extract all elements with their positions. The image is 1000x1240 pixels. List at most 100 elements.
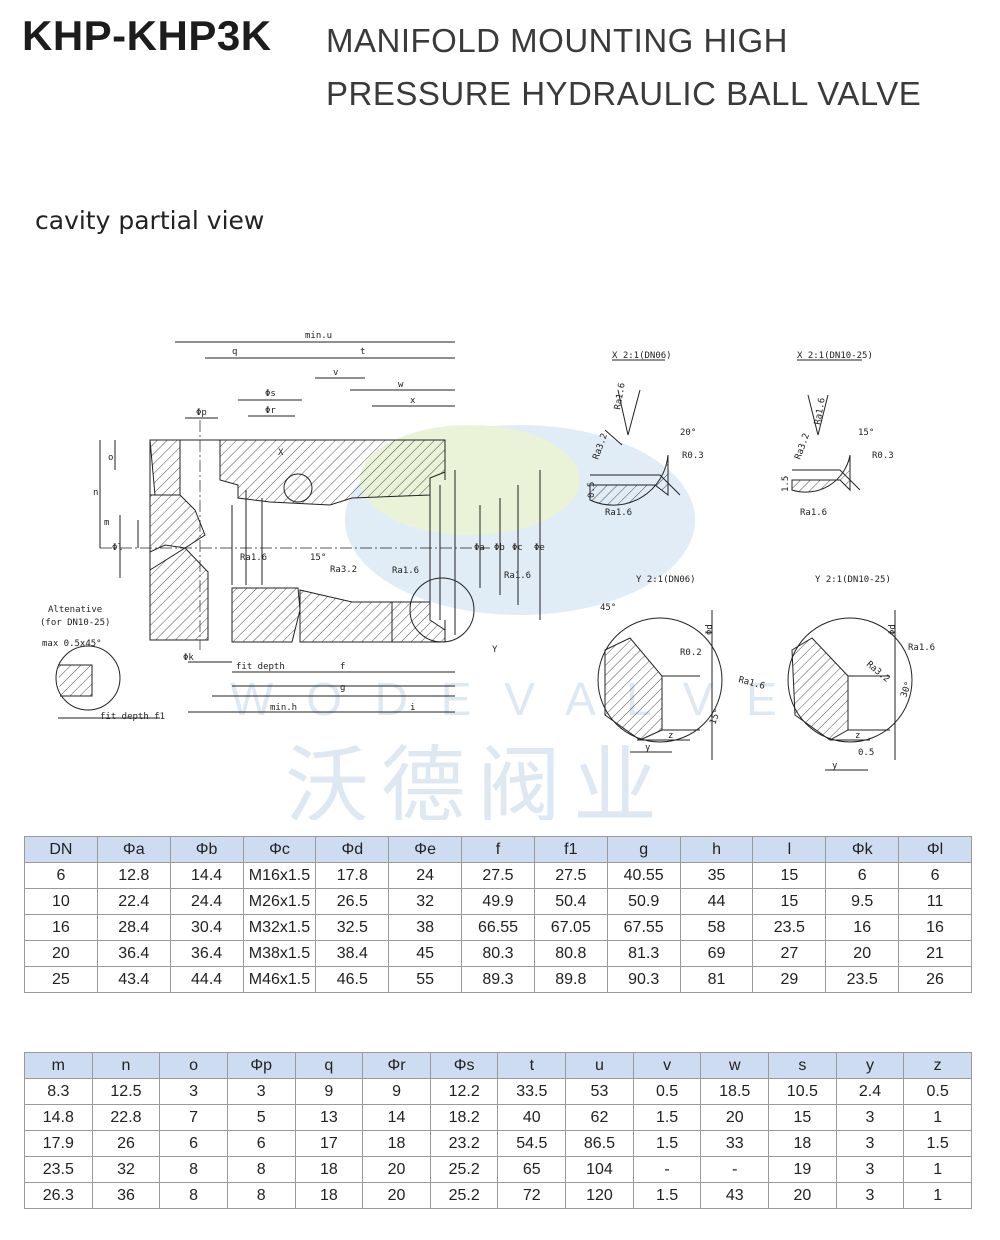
- table-cell: 20: [362, 1156, 431, 1183]
- table-cell: 24.4: [169, 888, 244, 915]
- table-cell: 22.4: [96, 888, 171, 915]
- table1-header-cell: h: [679, 836, 754, 863]
- table1-header-cell: f1: [533, 836, 608, 863]
- table-cell: 3: [835, 1104, 905, 1131]
- table-cell: 6: [825, 862, 900, 889]
- watermark-latin: W O D E V A L V E: [230, 673, 787, 725]
- table-cell: 43.4: [96, 966, 171, 993]
- alt-label-fit-depth-f1: fit depth f1: [100, 712, 165, 722]
- table-cell: 16: [24, 914, 98, 941]
- table2-header-cell: Φr: [362, 1052, 431, 1079]
- body-bottom-hatch: [231, 587, 301, 643]
- dim-label-15deg: 15°: [310, 553, 326, 563]
- detail-y-dn06: [597, 610, 723, 760]
- dim-label-phi-a: Φa: [474, 543, 485, 553]
- table-cell: 16: [825, 914, 900, 941]
- table2-header-cell: s: [768, 1052, 837, 1079]
- table-cell: 12.2: [429, 1078, 499, 1105]
- table-cell: 1.5: [632, 1104, 702, 1131]
- detail-y-dn10-25: [787, 610, 913, 771]
- detail-x-dn10-25-r03: R0.3: [872, 451, 894, 461]
- table-cell: 18.5: [700, 1078, 770, 1105]
- table-cell: 86.5: [565, 1130, 634, 1157]
- dim-label-n: n: [93, 488, 98, 498]
- table-cell: 6: [898, 862, 972, 889]
- table-cell: 5: [226, 1104, 296, 1131]
- detail-y-dn10-25-ra16: Ra1.6: [908, 643, 935, 653]
- detail-y-dn06-y: y: [645, 743, 651, 753]
- detail-x-dn10-25-15deg: 15°: [858, 428, 874, 438]
- table2-header-cell: n: [91, 1052, 161, 1079]
- detail-x-dn10-25-ra32: Ra3.2: [793, 432, 812, 461]
- detail-x-dn06-title: X 2:1(DN06): [612, 351, 672, 361]
- alternative-detail-circle: [55, 645, 121, 711]
- table-cell: 66.55: [461, 914, 535, 941]
- dim-label-phi-l: Φl: [112, 543, 123, 553]
- table-cell: 54.5: [497, 1130, 567, 1157]
- table-cell: 21: [898, 940, 972, 967]
- table-cell: 18: [768, 1130, 837, 1157]
- table-cell: 10: [24, 888, 98, 915]
- table-cell: 38.4: [315, 940, 390, 967]
- table2-header-cell: m: [24, 1052, 93, 1079]
- table-cell: 25: [24, 966, 98, 993]
- dim-label-fit-depth: fit depth: [236, 662, 285, 672]
- table-cell: 19: [768, 1156, 837, 1183]
- table-cell: 33: [700, 1130, 770, 1157]
- table2-header-cell: Φp: [226, 1052, 296, 1079]
- detail-y-dn10-25-z: z: [855, 731, 860, 741]
- dim-label-y-detail: Y: [492, 645, 498, 655]
- detail-x-dn06-r03: R0.3: [682, 451, 704, 461]
- body-bottom-right-hatch: [391, 601, 446, 643]
- table-cell: 6: [159, 1130, 228, 1157]
- table-cell: 67.55: [606, 914, 681, 941]
- table-cell: 24: [388, 862, 463, 889]
- table-cell: 29: [752, 966, 827, 993]
- table-cell: 8: [159, 1156, 228, 1183]
- detail-x-dn10-25-labels: X 2:1(DN10-25) Ra1.6 Ra3.2 15° R0.3 1.5 …: [781, 351, 894, 518]
- dim-label-phi-c: Φc: [512, 543, 523, 553]
- model-heading: KHP-KHP3K: [22, 12, 272, 59]
- table-cell: 1: [903, 1156, 972, 1183]
- table1-header-cell: l: [752, 836, 827, 863]
- table-cell: 69: [679, 940, 754, 967]
- table-cell: 58: [679, 914, 754, 941]
- table-cell: 11: [898, 888, 972, 915]
- table-cell: 0.5: [903, 1078, 972, 1105]
- table-cell: 10.5: [768, 1078, 837, 1105]
- table-cell: 36.4: [96, 940, 171, 967]
- table2-header-cell: z: [903, 1052, 972, 1079]
- dim-label-min-u: min.u: [305, 331, 332, 341]
- detail-y-marker: [409, 577, 475, 643]
- table-cell: 120: [565, 1182, 634, 1209]
- table-cell: 0.5: [632, 1078, 702, 1105]
- dim-label-o: o: [108, 453, 113, 463]
- table-cell: 3: [226, 1078, 296, 1105]
- dim-label-phi-e: Φe: [534, 543, 545, 553]
- detail-x-dn06-05: 0.5: [587, 482, 597, 498]
- detail-x-dn10-25: [791, 359, 862, 493]
- table-cell: 40: [497, 1104, 567, 1131]
- table-cell: 3: [159, 1078, 228, 1105]
- table-cell: 18.2: [429, 1104, 499, 1131]
- table-cell: 65: [497, 1156, 567, 1183]
- table-cell: 20: [362, 1182, 431, 1209]
- dim-label-phi-p: Φp: [196, 408, 207, 418]
- table2-header-cell: Φs: [429, 1052, 499, 1079]
- table1-header-cell: Φe: [388, 836, 463, 863]
- table-cell: 15: [768, 1104, 837, 1131]
- table-cell: 40.55: [606, 862, 681, 889]
- dim-label-m: m: [104, 518, 109, 528]
- table1-header-cell: f: [461, 836, 535, 863]
- table2-header-cell: w: [700, 1052, 770, 1079]
- detail-y-dn06-title: Y 2:1(DN06): [636, 575, 696, 585]
- table-cell: 25.2: [429, 1182, 499, 1209]
- table-cell: 3: [835, 1130, 905, 1157]
- table-cell: 44: [679, 888, 754, 915]
- table-cell: 20: [768, 1182, 837, 1209]
